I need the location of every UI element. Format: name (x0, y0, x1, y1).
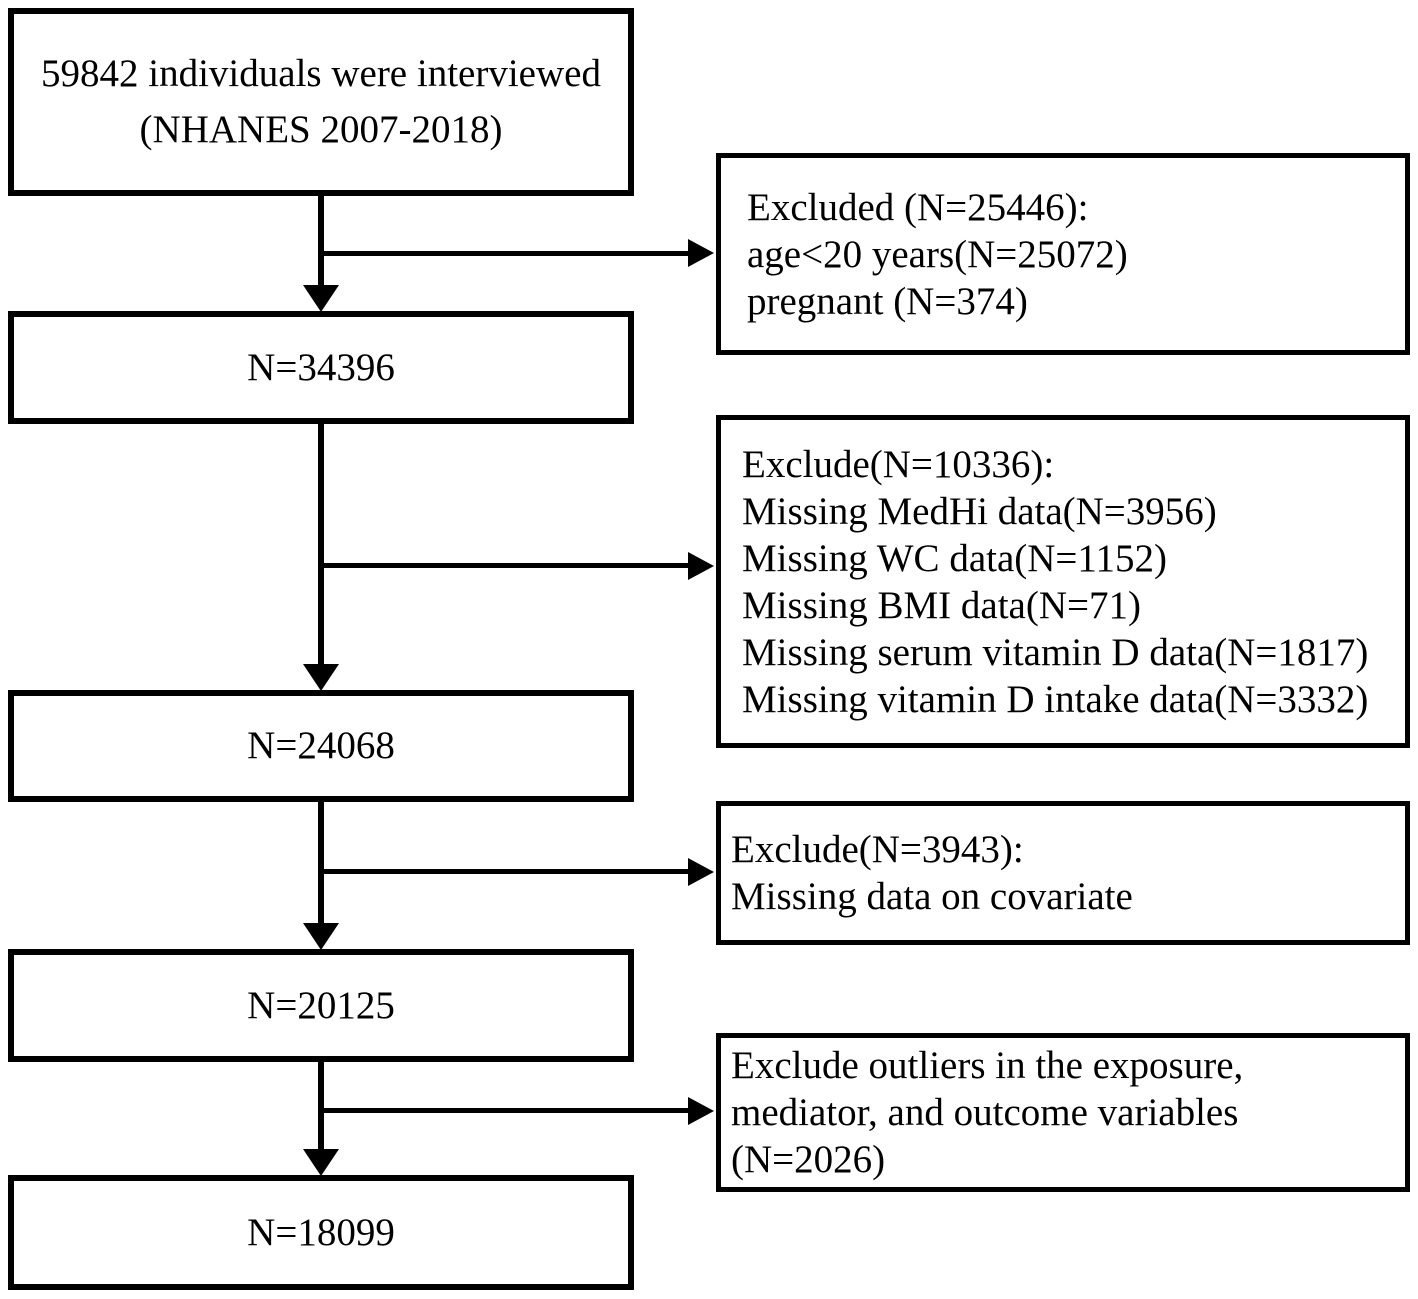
cohort-box-n24068: N=24068 (8, 690, 634, 802)
cohort-box-interviewed-line1: 59842 individuals were interviewed (41, 52, 601, 95)
cohort-box-n20125: N=20125 (8, 949, 634, 1062)
exclusion-box-2-line1: Exclude(N=10336): (742, 442, 1055, 486)
cohort-box-n18099-label: N=18099 (247, 1210, 395, 1254)
exclusion-box-2-line5: Missing serum vitamin D data(N=1817) (742, 630, 1369, 674)
exclusion-box-1-line1: Excluded (N=25446): (747, 185, 1089, 229)
connector-line-right-1 (318, 251, 689, 256)
arrow-down-icon-4 (303, 1149, 339, 1176)
connector-line-right-3 (318, 869, 689, 874)
exclusion-box-3: Exclude(N=3943): Missing data on covaria… (716, 801, 1410, 945)
exclusion-box-2-line6: Missing vitamin D intake data(N=3332) (742, 677, 1369, 721)
cohort-box-n18099: N=18099 (8, 1175, 634, 1290)
cohort-box-interviewed: 59842 individuals were interviewed (NHAN… (8, 8, 634, 196)
exclusion-box-4-line3: (N=2026) (731, 1138, 886, 1181)
exclusion-box-3-line1: Exclude(N=3943): (731, 828, 1024, 871)
exclusion-box-2-line2: Missing MedHi data(N=3956) (742, 489, 1217, 533)
connector-line-down-1 (318, 196, 324, 286)
exclusion-box-2-line3: Missing WC data(N=1152) (742, 536, 1167, 580)
exclusion-box-2: Exclude(N=10336): Missing MedHi data(N=3… (716, 415, 1410, 748)
arrow-down-icon-3 (303, 923, 339, 950)
exclusion-box-4-line1: Exclude outliers in the exposure, (731, 1044, 1244, 1087)
cohort-box-interviewed-line2: (NHANES 2007-2018) (139, 108, 503, 151)
cohort-box-n34396: N=34396 (8, 311, 634, 424)
cohort-box-n24068-label: N=24068 (247, 724, 395, 767)
connector-line-down-3 (318, 802, 324, 924)
arrow-right-icon-2 (688, 552, 714, 580)
arrow-down-icon-1 (303, 285, 339, 312)
connector-line-down-4 (318, 1062, 324, 1150)
arrow-right-icon-4 (688, 1097, 714, 1125)
connector-line-right-4 (318, 1108, 689, 1113)
connector-line-down-2 (318, 424, 324, 665)
exclusion-box-4-line2: mediator, and outcome variables (731, 1091, 1239, 1134)
exclusion-box-2-line4: Missing BMI data(N=71) (742, 583, 1141, 627)
arrow-right-icon-1 (688, 239, 714, 267)
exclusion-box-1: Excluded (N=25446): age<20 years(N=25072… (716, 153, 1410, 355)
exclusion-box-4: Exclude outliers in the exposure, mediat… (716, 1033, 1410, 1192)
exclusion-box-1-line3: pregnant (N=374) (747, 279, 1028, 323)
exclusion-box-1-line2: age<20 years(N=25072) (747, 232, 1128, 276)
cohort-box-n20125-label: N=20125 (247, 983, 395, 1027)
arrow-right-icon-3 (688, 858, 714, 886)
cohort-box-n34396-label: N=34396 (247, 345, 395, 389)
connector-line-right-2 (318, 563, 689, 568)
arrow-down-icon-2 (303, 664, 339, 691)
exclusion-box-3-line2: Missing data on covariate (731, 875, 1133, 918)
